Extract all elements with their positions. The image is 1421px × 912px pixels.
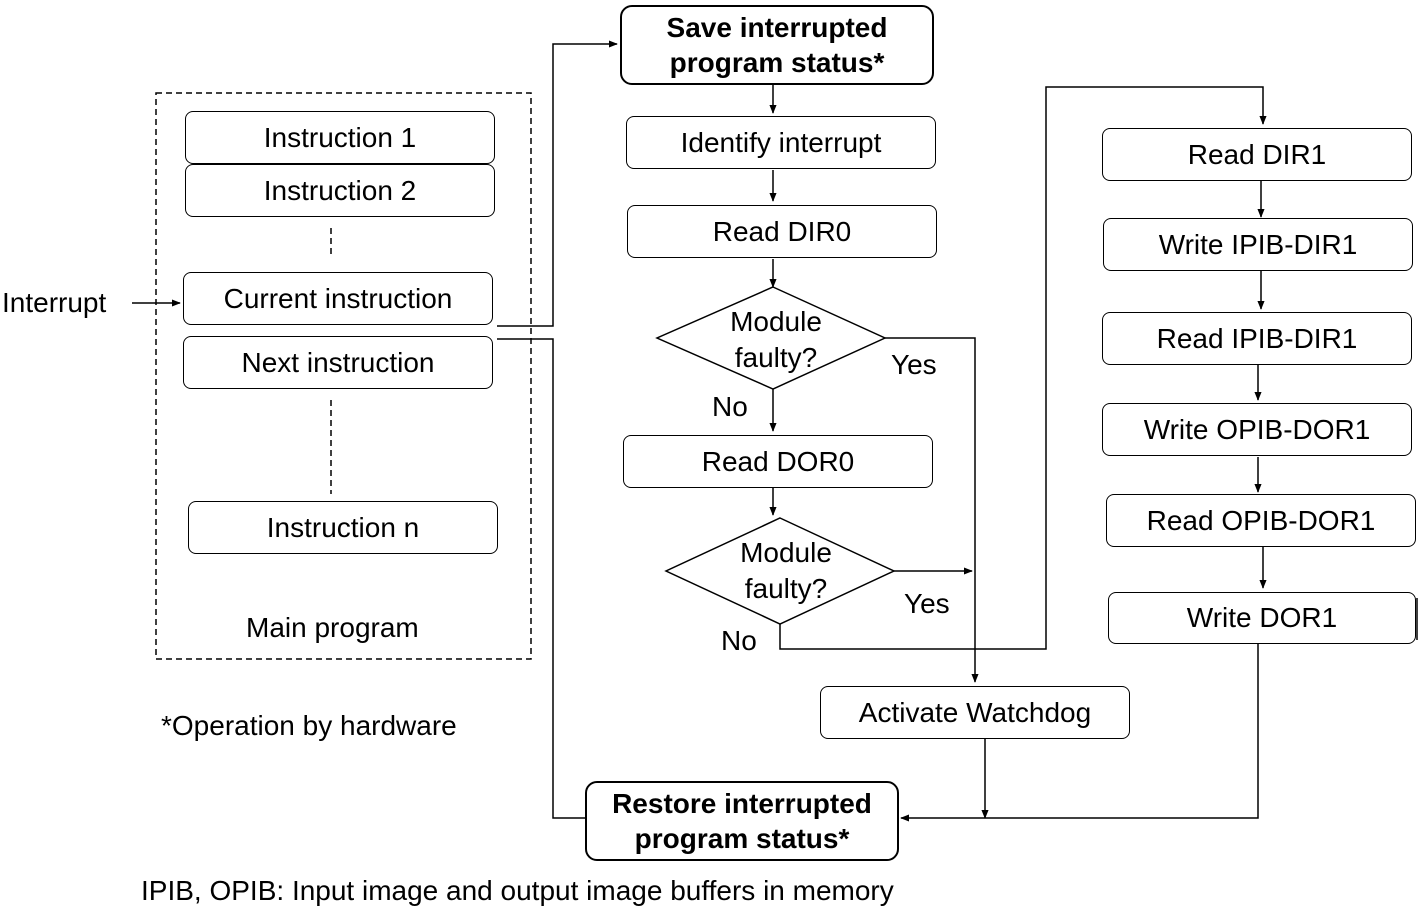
connector-decision1-yes [885,337,979,683]
read-dir0-box: Read DIR0 [627,205,937,258]
current-instruction-box: Current instruction [183,272,493,325]
identify-interrupt-box: Identify interrupt [626,116,936,169]
decision1-no-label: No [712,391,748,422]
decision1-diamond [655,286,887,390]
decision2-text: Module faulty? [740,537,832,604]
decision2-yes-label: Yes [904,588,950,619]
hardware-note: *Operation by hardware [161,710,457,741]
instruction-n-box: Instruction n [188,501,498,554]
instruction-2-box: Instruction 2 [185,164,495,217]
read-dir1-box: Read DIR1 [1102,128,1412,181]
connector-dor1-to-restore [900,644,1259,822]
activate-watchdog-box: Activate Watchdog [820,686,1130,739]
write-ipib-dir1-box: Write IPIB-DIR1 [1103,218,1413,271]
main-program-title: Main program [246,612,419,643]
buffers-note: IPIB, OPIB: Input image and output image… [141,875,894,906]
connector-restore-to-next [497,338,585,819]
write-dor1-box: Write DOR1 [1108,592,1416,644]
connector-current-to-save [497,40,618,327]
write-opib-dor1-box: Write OPIB-DOR1 [1102,403,1412,456]
read-ipib-dir1-box: Read IPIB-DIR1 [1102,312,1412,365]
read-dor0-box: Read DOR0 [623,435,933,488]
read-opib-dor1-box: Read OPIB-DOR1 [1106,494,1416,547]
interrupt-label: Interrupt [2,287,107,318]
decision1-yes-label: Yes [891,349,937,380]
decision1-text: Module faulty? [730,306,822,373]
connector-decision2-no [779,86,1267,650]
save-status-box: Save interrupted program status* [620,5,934,85]
decision2-no-label: No [721,625,757,656]
instruction-1-box: Instruction 1 [185,111,495,164]
restore-status-box: Restore interrupted program status* [585,781,899,861]
next-instruction-box: Next instruction [183,336,493,389]
